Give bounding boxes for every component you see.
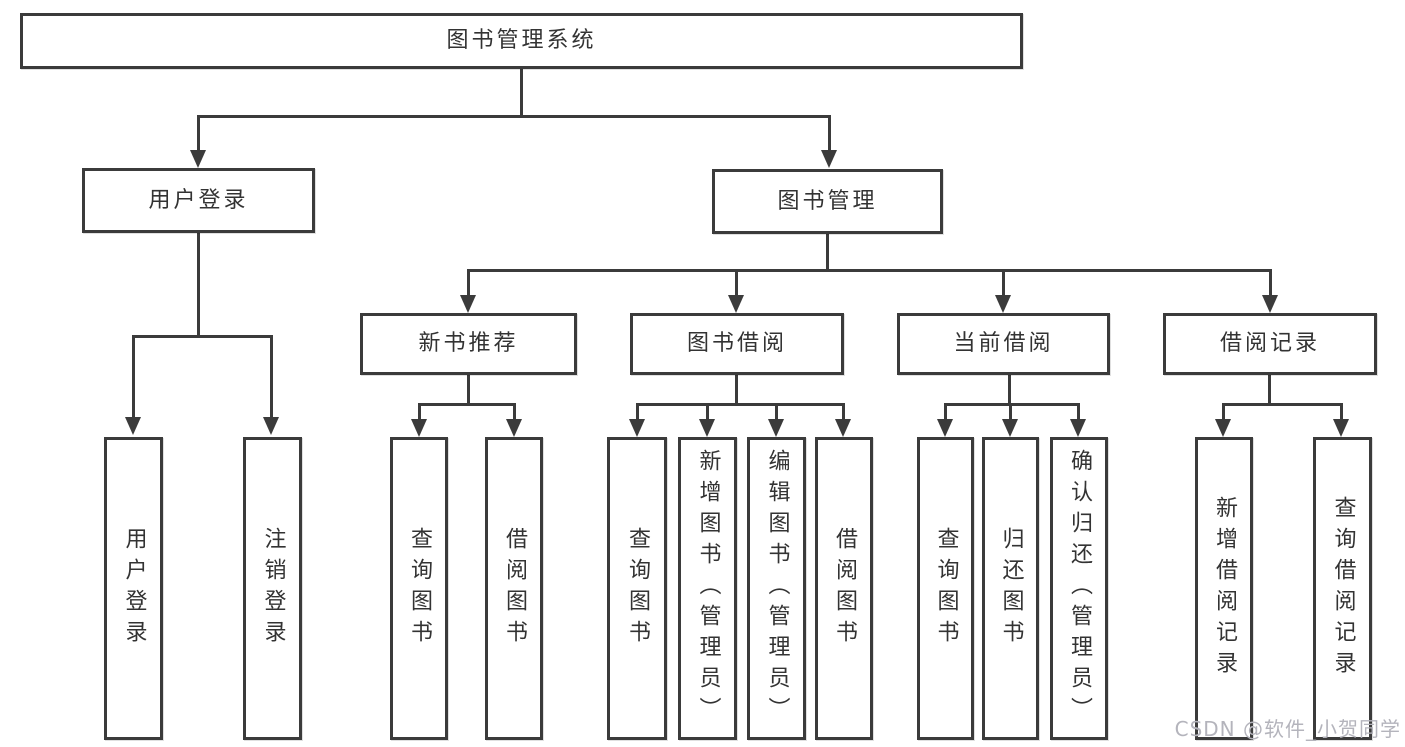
connector-line (735, 269, 738, 296)
leaf-current-confirm-return-admin-label: 确认归还（管理员） (1067, 449, 1092, 728)
connector-line (467, 269, 1272, 272)
node-root-label: 图书管理系统 (446, 28, 597, 53)
node-new-book-recommend: 新书推荐 (360, 313, 577, 375)
node-book-management-label: 图书管理 (777, 188, 878, 214)
node-user-login-label: 用户登录 (148, 187, 249, 213)
leaf-records-query-record: 查询借阅记录 (1313, 437, 1372, 740)
connector-line (270, 335, 273, 417)
arrowhead-down-icon (125, 417, 141, 435)
connector-line (735, 375, 738, 406)
node-user-login: 用户登录 (82, 168, 315, 233)
arrowhead-down-icon (728, 295, 744, 313)
leaf-user-login-label: 用户登录 (121, 526, 147, 651)
arrowhead-down-icon (1262, 295, 1278, 313)
connector-line (1340, 403, 1343, 420)
connector-line (775, 403, 778, 420)
connector-line (842, 403, 845, 420)
connector-line (513, 403, 516, 420)
arrowhead-down-icon (937, 419, 953, 437)
connector-line (826, 233, 829, 272)
leaf-current-query-books-label: 查询图书 (933, 526, 959, 651)
leaf-borrow-query-books: 查询图书 (607, 437, 667, 740)
connector-line (467, 375, 470, 406)
node-new-book-recommend-label: 新书推荐 (418, 331, 519, 356)
leaf-recommend-query-books: 查询图书 (390, 437, 448, 740)
connector-line (1269, 269, 1272, 296)
node-borrow-records-label: 借阅记录 (1219, 331, 1320, 356)
arrowhead-down-icon (1333, 419, 1349, 437)
leaf-records-add-record: 新增借阅记录 (1195, 437, 1253, 740)
connector-line (197, 115, 831, 118)
node-borrow-records: 借阅记录 (1163, 313, 1377, 375)
connector-line (418, 403, 421, 420)
connector-line (1222, 403, 1225, 420)
connector-line (944, 403, 947, 420)
connector-line (1002, 269, 1005, 296)
node-current-borrow-label: 当前借阅 (953, 331, 1054, 356)
leaf-current-return-books: 归还图书 (982, 437, 1039, 740)
arrowhead-down-icon (1002, 419, 1018, 437)
arrowhead-down-icon (1070, 419, 1086, 437)
connector-line (197, 115, 200, 152)
arrowhead-down-icon (995, 295, 1011, 313)
node-root: 图书管理系统 (20, 13, 1023, 69)
leaf-current-query-books: 查询图书 (917, 437, 974, 740)
node-book-borrow: 图书借阅 (630, 313, 844, 375)
connector-line (828, 115, 831, 152)
leaf-borrow-query-books-label: 查询图书 (625, 526, 650, 651)
leaf-records-add-record-label: 新增借阅记录 (1212, 495, 1237, 682)
leaf-borrow-borrow-books: 借阅图书 (815, 437, 873, 740)
arrowhead-down-icon (190, 150, 206, 168)
connector-line (418, 403, 516, 406)
leaf-recommend-borrow-books: 借阅图书 (485, 437, 543, 740)
leaf-current-confirm-return-admin: 确认归还（管理员） (1050, 437, 1108, 740)
connector-line (197, 232, 200, 338)
leaf-borrow-borrow-books-label: 借阅图书 (832, 526, 857, 651)
leaf-recommend-borrow-books-label: 借阅图书 (502, 526, 527, 651)
leaf-borrow-add-books-admin: 新增图书（管理员） (678, 437, 737, 740)
arrowhead-down-icon (460, 295, 476, 313)
connector-line (1268, 375, 1271, 406)
connector-line (636, 403, 639, 420)
connector-line (1009, 403, 1012, 420)
connector-line (132, 335, 273, 338)
leaf-borrow-edit-books-admin: 编辑图书（管理员） (747, 437, 806, 740)
connector-line (706, 403, 709, 420)
node-book-management: 图书管理 (712, 169, 943, 234)
connector-line (467, 269, 470, 296)
node-book-borrow-label: 图书借阅 (686, 331, 787, 356)
leaf-borrow-edit-books-admin-label: 编辑图书（管理员） (764, 449, 790, 728)
arrowhead-down-icon (1215, 419, 1231, 437)
leaf-user-login: 用户登录 (104, 437, 163, 740)
leaf-records-query-record-label: 查询借阅记录 (1330, 495, 1356, 682)
leaf-logout: 注销登录 (243, 437, 302, 740)
arrowhead-down-icon (821, 150, 837, 168)
arrowhead-down-icon (411, 419, 427, 437)
connector-line (1008, 375, 1011, 406)
arrowhead-down-icon (506, 419, 522, 437)
arrowhead-down-icon (699, 419, 715, 437)
connector-line (132, 335, 135, 417)
arrowhead-down-icon (263, 417, 279, 435)
arrowhead-down-icon (629, 419, 645, 437)
connector-line (520, 68, 523, 117)
connector-line (944, 403, 1080, 406)
leaf-logout-label: 注销登录 (260, 526, 286, 651)
connector-line (1222, 403, 1343, 406)
node-current-borrow: 当前借阅 (897, 313, 1110, 375)
leaf-current-return-books-label: 归还图书 (998, 526, 1024, 651)
connector-line (636, 403, 845, 406)
leaf-borrow-add-books-admin-label: 新增图书（管理员） (695, 449, 721, 728)
arrowhead-down-icon (835, 419, 851, 437)
leaf-recommend-query-books-label: 查询图书 (407, 526, 432, 651)
connector-line (1077, 403, 1080, 420)
watermark: CSDN @软件_小贺同学 (1174, 717, 1401, 741)
arrowhead-down-icon (768, 419, 784, 437)
